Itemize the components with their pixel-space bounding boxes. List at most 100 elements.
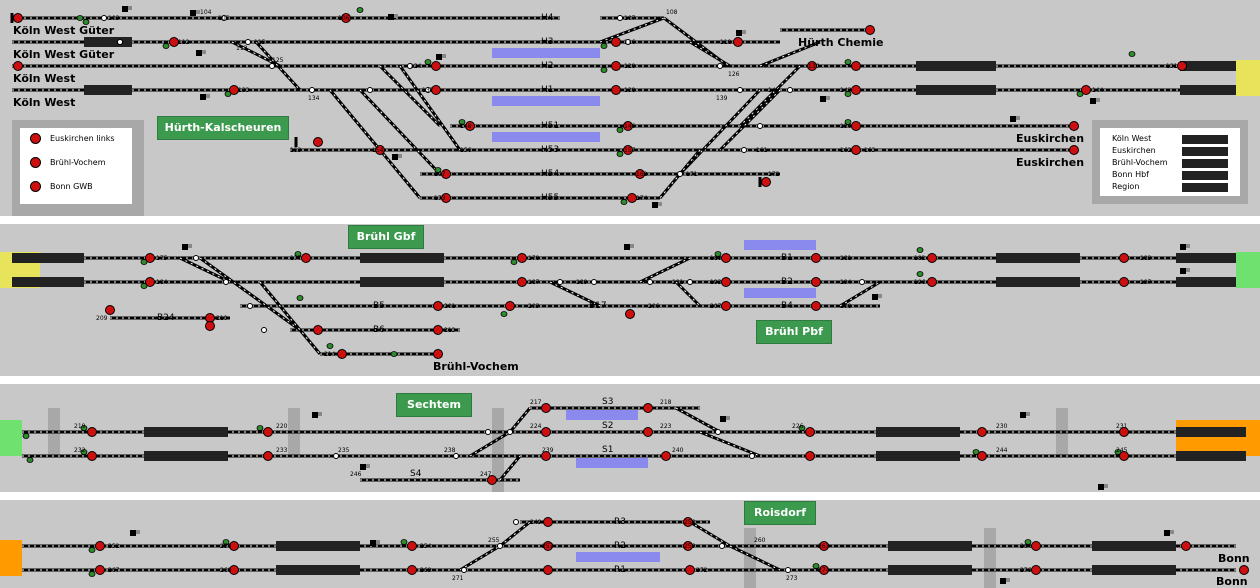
signal-number[interactable]: 257 — [542, 543, 554, 550]
signal-light[interactable] — [1119, 451, 1129, 461]
signal-light[interactable] — [635, 169, 645, 179]
signal-light[interactable] — [95, 565, 105, 575]
signal-light[interactable] — [977, 427, 987, 437]
switch-point[interactable] — [617, 15, 623, 21]
signal-number[interactable]: 194 — [840, 279, 852, 286]
switch-point[interactable] — [647, 279, 653, 285]
signal-number[interactable]: 168 — [636, 171, 648, 178]
signal-light[interactable] — [811, 253, 821, 263]
switch-point[interactable] — [719, 543, 725, 549]
legend-entry[interactable]: Bonn GWB — [50, 182, 93, 191]
signal-light[interactable] — [541, 451, 551, 461]
signal-number[interactable]: 273 — [786, 575, 798, 582]
signal-number[interactable]: 162 — [840, 147, 852, 154]
switch-point[interactable] — [497, 543, 503, 549]
signal-number[interactable]: 255 — [488, 537, 500, 544]
switch-point[interactable] — [309, 87, 315, 93]
signal-light[interactable] — [13, 61, 23, 71]
signal-number[interactable]: 150 — [840, 123, 852, 130]
shunt-signal[interactable] — [1180, 268, 1186, 274]
switch-point[interactable] — [261, 327, 267, 333]
shunt-signal[interactable] — [190, 10, 196, 16]
switch-point[interactable] — [677, 171, 683, 177]
signal-number[interactable]: 113 — [236, 45, 248, 52]
signal-number[interactable]: 144 — [1092, 87, 1104, 94]
signal-number[interactable]: 209 — [96, 315, 108, 322]
signal-light[interactable] — [407, 541, 417, 551]
signal-number[interactable]: 207 — [710, 303, 722, 310]
signal-light[interactable] — [977, 451, 987, 461]
signal-light[interactable] — [1031, 565, 1041, 575]
signal-number[interactable]: 226 — [792, 423, 804, 430]
signal-light[interactable] — [819, 565, 829, 575]
signal-light[interactable] — [851, 121, 861, 131]
signal-light[interactable] — [95, 541, 105, 551]
signal-light[interactable] — [543, 541, 553, 551]
signal-number[interactable]: 140 — [768, 87, 780, 94]
switch-point[interactable] — [715, 429, 721, 435]
signal-number[interactable]: 240 — [672, 447, 684, 454]
signal-light[interactable] — [205, 321, 215, 331]
signal-number[interactable]: 134 — [308, 95, 320, 102]
switch-point[interactable] — [485, 429, 491, 435]
signal-light[interactable] — [1119, 427, 1129, 437]
signal-light[interactable] — [543, 517, 553, 527]
shunt-signal[interactable] — [1090, 98, 1096, 104]
station-sechtem-button[interactable]: Sechtem — [396, 393, 472, 417]
signal-number[interactable]: 231 — [1116, 423, 1128, 430]
signal-number[interactable]: 133 — [238, 87, 250, 94]
signal-number[interactable]: 104 — [200, 9, 212, 16]
shunt-signal[interactable] — [200, 94, 206, 100]
signal-light[interactable] — [685, 565, 695, 575]
signal-light[interactable] — [819, 541, 829, 551]
signal-light[interactable] — [927, 277, 937, 287]
signal-number[interactable]: 272 — [696, 567, 708, 574]
switch-point[interactable] — [557, 279, 563, 285]
signal-number[interactable]: 112 — [178, 39, 190, 46]
signal-number[interactable]: 174 — [636, 195, 648, 202]
signal-light[interactable] — [1081, 85, 1091, 95]
signal-light[interactable] — [301, 253, 311, 263]
shunt-signal[interactable] — [312, 412, 318, 418]
signal-number[interactable]: 171 — [686, 171, 698, 178]
signal-number[interactable]: 153 — [290, 147, 302, 154]
signal-number[interactable]: 105 — [218, 15, 230, 22]
signal-light[interactable] — [807, 61, 817, 71]
signal-number[interactable]: 189 — [576, 279, 588, 286]
signal-light[interactable] — [487, 475, 497, 485]
switch-point[interactable] — [407, 63, 413, 69]
legend-entry[interactable]: Bonn Hbf — [1112, 170, 1149, 179]
signal-light[interactable] — [541, 403, 551, 413]
signal-light[interactable] — [87, 451, 97, 461]
signal-number[interactable]: 184 — [156, 279, 168, 286]
signal-light[interactable] — [313, 137, 323, 147]
signal-light[interactable] — [623, 121, 633, 131]
shunt-signal[interactable] — [122, 6, 128, 12]
signal-light[interactable] — [263, 451, 273, 461]
signal-light[interactable] — [337, 349, 347, 359]
switch-point[interactable] — [367, 87, 373, 93]
legend-entry[interactable]: Euskirchen — [1112, 146, 1156, 155]
signal-number[interactable]: 183 — [1140, 255, 1152, 262]
signal-number[interactable]: 263 — [818, 543, 830, 550]
switch-point[interactable] — [717, 63, 723, 69]
shunt-signal[interactable] — [872, 294, 878, 300]
switch-point[interactable] — [245, 39, 251, 45]
legend-entry[interactable]: Köln West — [1112, 134, 1152, 143]
signal-number[interactable]: 269 — [420, 567, 432, 574]
signal-number[interactable]: 197 — [1140, 279, 1152, 286]
signal-light[interactable] — [721, 301, 731, 311]
signal-number[interactable]: 148 — [460, 123, 472, 130]
station-bruehl-pbf-button[interactable]: Brühl Pbf — [756, 320, 832, 344]
signal-light[interactable] — [643, 427, 653, 437]
signal-number[interactable]: 193 — [710, 279, 722, 286]
signal-light[interactable] — [407, 565, 417, 575]
signal-number[interactable]: 235 — [338, 447, 350, 454]
station-roisdorf-button[interactable]: Roisdorf — [744, 501, 816, 525]
legend-entry[interactable]: Euskirchen links — [50, 134, 115, 143]
switch-point[interactable] — [507, 429, 513, 435]
shunt-signal[interactable] — [388, 14, 394, 20]
signal-number[interactable]: 238 — [444, 447, 456, 454]
legend-entry[interactable]: Brühl-Vochem — [1112, 158, 1168, 167]
shunt-signal[interactable] — [1098, 484, 1104, 490]
